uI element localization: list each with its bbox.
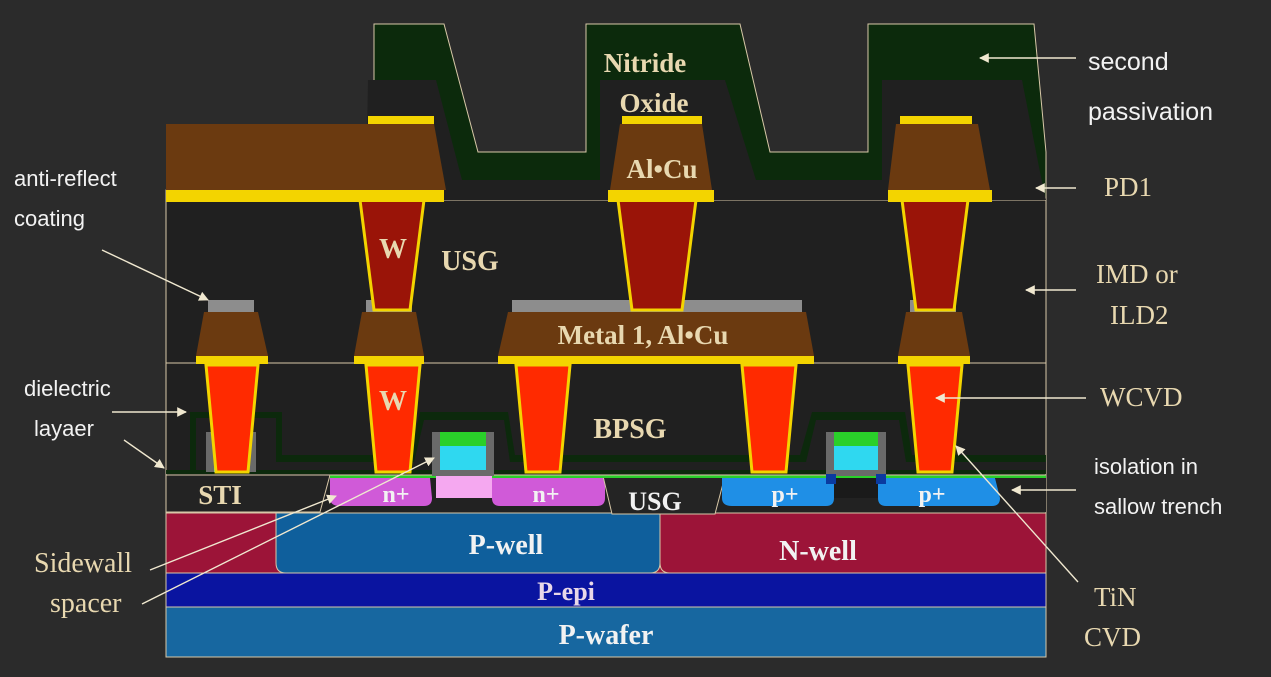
arrow-dielectric-2 xyxy=(123,439,165,469)
n-plus-left-label: n+ xyxy=(382,482,409,508)
metal1-pad-1 xyxy=(196,300,268,364)
p-wafer-layer xyxy=(165,606,1047,658)
callout-second-passivation-2: passivation xyxy=(1088,98,1213,126)
callout-arc-2: coating xyxy=(14,206,85,231)
usg-imd-label: USG xyxy=(441,246,499,277)
oxide-label: Oxide xyxy=(619,88,688,118)
callout-wcvd: WCVD xyxy=(1100,382,1183,412)
p-plus-right-label: p+ xyxy=(918,482,945,508)
sti-label: STI xyxy=(198,480,242,510)
p-epi-label: P-epi xyxy=(537,577,595,606)
tungsten-upper-label: W xyxy=(379,234,407,265)
callout-sidewall-1: Sidewall xyxy=(34,548,132,579)
gate-nmos xyxy=(432,432,494,498)
arrow-sidewall-2 xyxy=(141,457,435,605)
callout-sidewall-2: spacer xyxy=(50,588,122,619)
w-plug-upper-2 xyxy=(616,198,698,312)
usg-trench-label: USG xyxy=(628,487,681,516)
n-plus-right-region xyxy=(492,478,605,506)
arrow-arc xyxy=(101,249,209,301)
callout-dielectric-1: dielectric xyxy=(24,376,111,401)
callout-second-passivation-1: second xyxy=(1088,48,1169,76)
alcu-top-label: Al•Cu xyxy=(627,154,698,184)
callout-tin-2: CVD xyxy=(1084,622,1141,652)
callout-arrows xyxy=(101,53,1086,605)
p-plus-left-region xyxy=(722,478,834,506)
w-plug-lower-3 xyxy=(514,363,572,474)
arrow-sidewall-1 xyxy=(149,494,337,571)
n-well-label: N-well xyxy=(779,536,857,567)
n-plus-left-region xyxy=(330,478,432,506)
n-well-region xyxy=(659,511,1047,574)
w-plug-lower-5 xyxy=(906,363,964,474)
callout-imd-2: ILD2 xyxy=(1110,300,1168,330)
callout-dielectric-2: layaer xyxy=(34,416,94,441)
callout-isolation-2: sallow trench xyxy=(1094,494,1222,519)
p-plus-left-label: p+ xyxy=(771,482,798,508)
alcu-top-middle-pad xyxy=(608,116,714,202)
w-plug-lower-1 xyxy=(204,363,260,474)
arrow-tin xyxy=(955,445,1079,583)
bpsg-label: BPSG xyxy=(593,414,666,445)
p-epi-layer xyxy=(165,572,1047,608)
sti-region xyxy=(165,474,331,513)
callout-pd1: PD1 xyxy=(1104,172,1152,202)
tungsten-lower-label: W xyxy=(379,386,407,417)
gate-pmos xyxy=(826,432,886,498)
p-plus-right-region xyxy=(878,478,1000,506)
alcu-top-left-pad xyxy=(166,116,446,202)
metal1-label: Metal 1, Al•Cu xyxy=(558,320,729,350)
callout-isolation-1: isolation in xyxy=(1094,454,1198,479)
w-plug-lower-2 xyxy=(364,363,422,474)
p-well-label: P-well xyxy=(469,530,544,561)
callout-arc-1: anti-reflect xyxy=(14,166,117,191)
callout-imd-1: IMD or xyxy=(1096,259,1178,289)
n-plus-right-label: n+ xyxy=(532,482,559,508)
nitride-label: Nitride xyxy=(604,48,686,78)
p-wafer-label: P-wafer xyxy=(559,620,654,651)
alcu-top-right-pad xyxy=(888,116,992,202)
callout-tin-1: TiN xyxy=(1094,582,1137,612)
w-plug-lower-4 xyxy=(740,363,798,474)
